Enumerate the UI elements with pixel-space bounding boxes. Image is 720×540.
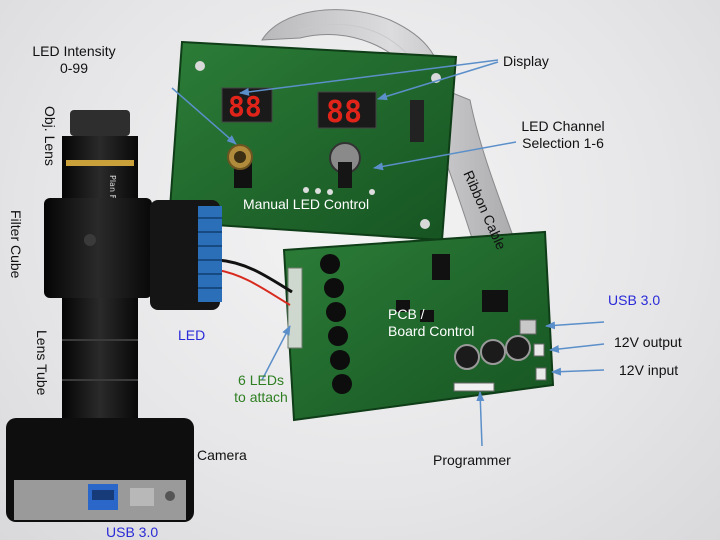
pcb-board-control xyxy=(282,230,555,422)
label-obj-lens: Obj. Lens xyxy=(42,106,58,166)
inductor-column xyxy=(320,254,352,394)
label-manual-led-control: Manual LED Control xyxy=(243,196,370,212)
arrow-display-right xyxy=(377,61,499,101)
label-to-attach: to attach xyxy=(234,389,288,405)
label-led-channel-title: LED Channel xyxy=(521,118,605,134)
arrow-display-left xyxy=(239,59,499,96)
label-12v-input: 12V input xyxy=(619,362,679,378)
label-pcb-board-control: PCB / Board Control xyxy=(388,306,474,340)
label-led-intensity: LED Intensity 0-99 xyxy=(18,43,130,77)
label-12v-output: 12V output xyxy=(614,334,682,350)
lens-tube xyxy=(62,298,138,418)
label-camera: Camera xyxy=(197,447,247,463)
arrow-led-channel xyxy=(373,141,517,171)
label-led-channel-range: Selection 1-6 xyxy=(522,135,604,151)
channel-display xyxy=(317,91,377,129)
arrow-programmer xyxy=(476,391,485,447)
arrow-usb-board xyxy=(545,321,605,330)
svg-text:Plan F: Plan F xyxy=(108,175,117,200)
led-wire-red xyxy=(217,269,291,306)
filter-cube xyxy=(44,198,152,298)
annotation-arrows xyxy=(171,59,605,447)
label-led-channel: LED Channel Selection 1-6 xyxy=(508,118,618,152)
label-usb-camera: USB 3.0 xyxy=(106,524,159,540)
arrow-six-leds xyxy=(261,325,291,381)
arrow-led-intensity xyxy=(171,87,237,145)
label-six-leds-title: 6 LEDs xyxy=(238,372,284,388)
label-pcb: PCB / xyxy=(388,306,425,322)
capacitors xyxy=(454,335,531,370)
label-led-intensity-range: 0-99 xyxy=(59,60,89,76)
svg-text:88: 88 xyxy=(228,90,262,123)
label-led-intensity-title: LED Intensity xyxy=(32,43,116,59)
microscope-assembly: Plan F xyxy=(6,110,222,522)
svg-text:88: 88 xyxy=(326,95,362,130)
label-programmer: Programmer xyxy=(433,452,511,468)
arrow-12v-output xyxy=(549,343,605,353)
led-heatsink xyxy=(198,206,222,302)
led-wire xyxy=(217,258,293,294)
label-lens-tube: Lens Tube xyxy=(34,330,50,396)
arrow-12v-input xyxy=(551,367,605,376)
label-filter-cube: Filter Cube xyxy=(8,210,24,279)
label-usb-board: USB 3.0 xyxy=(608,292,661,308)
label-six-leds: 6 LEDs to attach xyxy=(220,372,302,406)
label-display: Display xyxy=(503,53,549,69)
label-led: LED xyxy=(178,327,206,343)
label-board-control: Board Control xyxy=(388,323,475,339)
objective-lens xyxy=(70,110,130,136)
